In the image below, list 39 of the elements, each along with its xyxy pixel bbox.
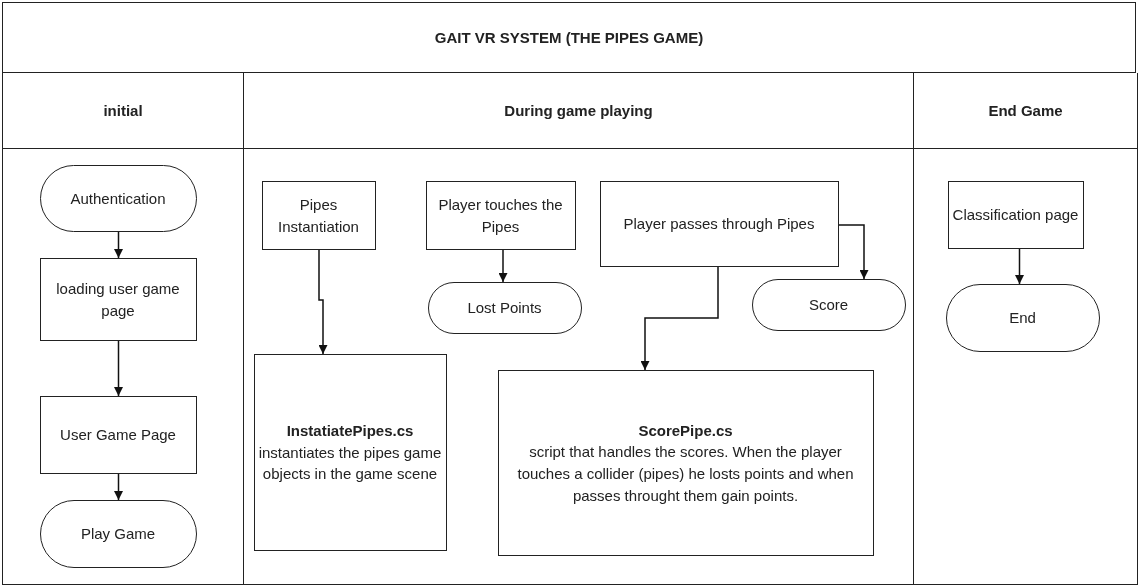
node-label: Classification page	[952, 205, 1079, 226]
arrow	[114, 340, 123, 397]
swimlane-column	[2, 73, 244, 585]
node-description: instantiates the pipes game objects in the game scene	[258, 442, 442, 485]
node-label: Player touches the Pipes	[437, 194, 564, 237]
arrow	[640, 266, 719, 371]
node-label: Authentication	[70, 188, 166, 209]
process-box	[947, 181, 1084, 249]
node-label: Play Game	[80, 524, 156, 545]
column-heading: initial	[102, 101, 144, 121]
node-label: Lost Points	[467, 298, 542, 319]
node-label: End	[1009, 308, 1036, 329]
process-box	[497, 370, 874, 556]
process-box	[599, 181, 839, 267]
column-heading: During game playing	[503, 101, 654, 121]
process-box	[425, 181, 576, 250]
terminal-shape	[751, 279, 906, 331]
node-label: Score	[808, 295, 849, 316]
arrow	[318, 249, 328, 355]
arrow	[1015, 248, 1024, 285]
diagram-title: GAIT VR SYSTEM (THE PIPES GAME)	[2, 2, 1136, 73]
process-box	[39, 396, 197, 474]
node-label: Player passes through Pipes	[623, 214, 815, 235]
arrow	[838, 224, 869, 280]
process-box	[39, 258, 197, 341]
node-heading: ScorePipe.cs	[638, 420, 733, 441]
terminal-shape	[427, 282, 582, 334]
node-label: User Game Page	[60, 425, 176, 446]
node-label: Pipes Instantiation	[277, 194, 360, 237]
arrow	[114, 231, 123, 259]
process-box	[253, 354, 447, 551]
arrow	[114, 473, 123, 501]
arrow	[498, 249, 508, 283]
column-heading: End Game	[987, 101, 1064, 121]
swimlane-column	[913, 73, 1138, 585]
node-label: loading user game page	[55, 278, 181, 321]
process-box	[261, 181, 376, 250]
node-heading: InstatiatePipes.cs	[286, 420, 414, 441]
node-description: script that handles the scores. When the player touches a collider (pipes) he losts points and when passes throught them gain points.	[516, 442, 855, 506]
